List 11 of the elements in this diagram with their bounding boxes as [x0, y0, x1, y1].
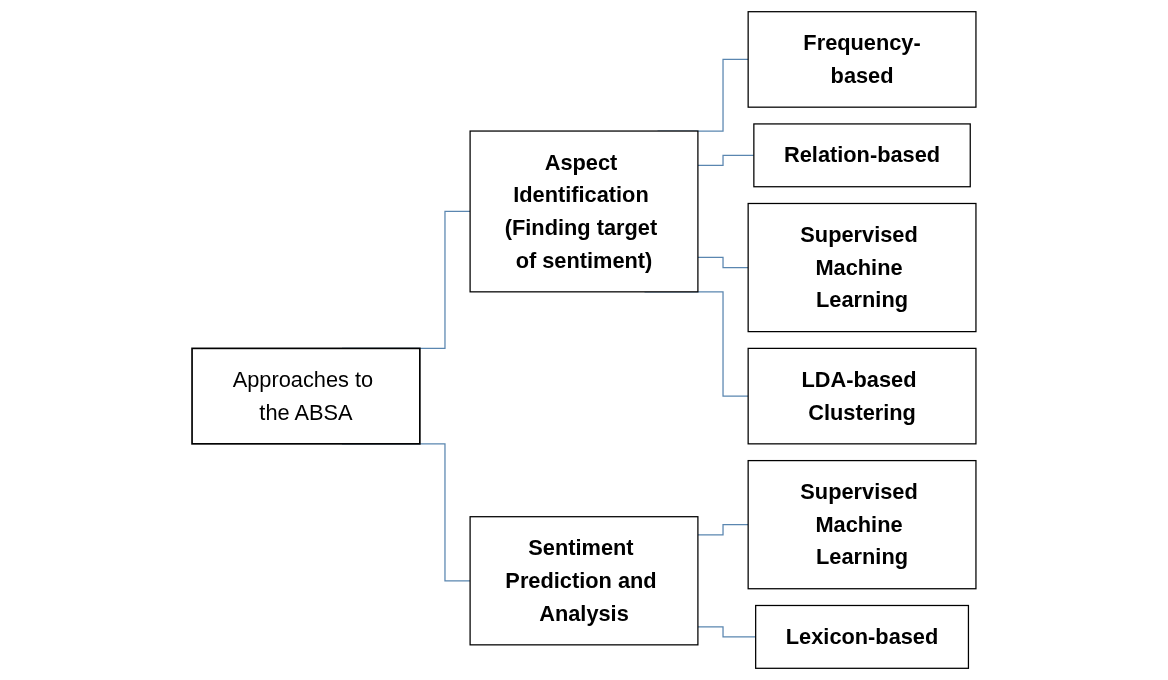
node-box: Frequency-based	[747, 11, 977, 108]
node-box: LDA-based Clustering	[747, 347, 977, 445]
node-box: Supervised Machine Learning	[747, 202, 977, 333]
node-box: Sentiment Prediction and Analysis	[469, 516, 699, 646]
node-box: Supervised Machine Learning	[747, 459, 977, 590]
connector	[697, 524, 749, 536]
node-box: Relation-based	[753, 123, 971, 188]
node-box: Approaches to the ABSA	[191, 347, 421, 445]
node-box: Aspect Identification (Finding target of sentiment)	[469, 130, 699, 293]
connector	[697, 256, 749, 269]
node-box: Lexicon-based	[755, 604, 970, 669]
